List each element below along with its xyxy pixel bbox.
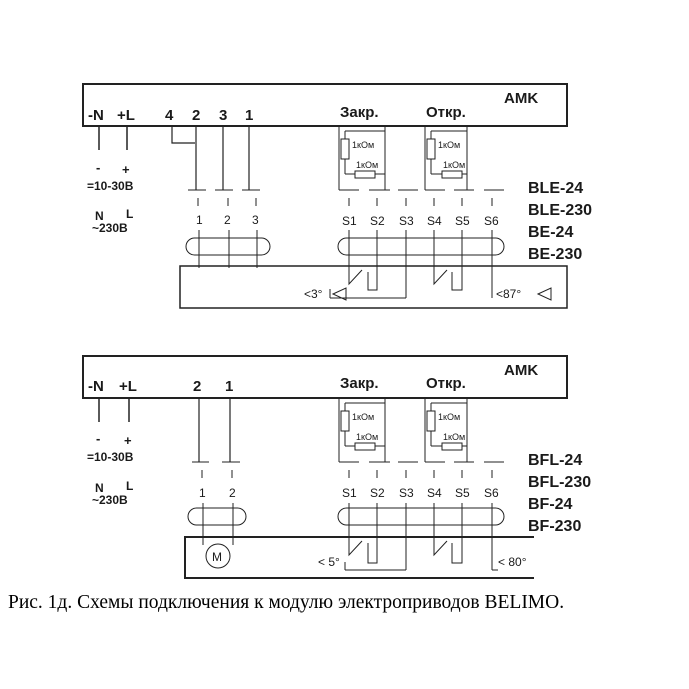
polarity-plus-1: + [122,162,130,177]
switch-s5-1: S5 [455,214,470,228]
model-bf-24: BF-24 [528,496,573,513]
model-ble-230: BLE-230 [528,202,592,219]
amk-title-2: AMK [504,362,538,379]
res-label-2a: 1кОм [352,412,374,422]
terminal-2-top-2: 2 [193,378,201,395]
group-close-label-2: Закр. [340,375,379,392]
resistor-group-open-2: 1кОм 1кОм [424,398,468,462]
angle-icon-1a [331,287,347,301]
motor-icon [205,543,231,569]
wire-2-label-1: 2 [224,213,231,227]
angle-min-2: < 5° [318,555,340,569]
polarity-minus-2: - [96,431,100,446]
switch-s3-2: S3 [399,486,414,500]
angle-icon-1b [536,287,552,301]
ac-voltage-2: ~230В [92,493,128,507]
res-label-1a: 1кОм [352,140,374,150]
wire-1-label-2: 1 [199,486,206,500]
terminal-4: 4 [165,107,174,124]
angle-min-1: <3° [304,287,323,301]
polarity-minus-1: - [96,160,100,175]
wire-3-label-1: 3 [252,213,259,227]
diagram-2: AMK -N +L 2 1 Закр. Откр. - + =10-30В N … [82,355,591,579]
terminal-3-top: 3 [219,107,227,124]
model-bfl-230: BFL-230 [528,474,591,491]
amk-title-1: AMK [504,90,538,107]
dc-voltage-2: =10-30В [87,450,134,464]
res-label-1b: 1кОм [356,160,378,170]
terminal-minus-n-1: -N [88,107,104,124]
group-close-label-1: Закр. [340,104,379,121]
terminal-1-top: 1 [245,107,253,124]
switch-s3-1: S3 [399,214,414,228]
switch-s4-1: S4 [427,214,442,228]
ac-voltage-1: ~230В [92,221,128,235]
motor-label: M [212,550,222,564]
switch-s5-2: S5 [455,486,470,500]
ac-l-2: L [126,479,133,493]
switch-s4-2: S4 [427,486,442,500]
resistor-group-close-2: 1кОм 1кОм [338,398,386,462]
angle-max-1: <87° [496,287,521,301]
res-label-1c: 1кОм [438,140,460,150]
model-bfl-24: BFL-24 [528,452,582,469]
diagram-1: AMK -N +L 4 2 3 1 Закр. Откр. - + =10-30… [82,83,592,309]
ac-n-2: N [95,481,104,495]
model-bf-230: BF-230 [528,518,581,535]
switch-s2-2: S2 [370,486,385,500]
res-label-2b: 1кОм [356,432,378,442]
actuator-box-2 [184,536,534,579]
switch-s6-2: S6 [484,486,499,500]
angle-max-2: < 80° [498,555,527,569]
wire-2-label-2: 2 [229,486,236,500]
cable-1-right [337,237,505,256]
cable-2-right [337,507,505,526]
model-be-24: BE-24 [528,224,573,241]
figure-caption: Рис. 1д. Схемы подключения к модулю элек… [8,592,564,613]
ac-l-1: L [126,207,133,221]
model-be-230: BE-230 [528,246,582,263]
amk-module-box-1 [82,83,568,127]
switch-s1-1: S1 [342,214,357,228]
dc-voltage-1: =10-30В [87,179,134,193]
actuator-box-1 [179,265,568,309]
switch-s1-2: S1 [342,486,357,500]
terminal-plus-l-1: +L [117,107,135,124]
switch-s2-1: S2 [370,214,385,228]
ac-n-1: N [95,209,104,223]
res-label-2c: 1кОм [438,412,460,422]
resistor-group-open-1: 1кОм 1кОм [424,126,468,190]
res-label-2d: 1кОм [443,432,465,442]
terminal-2-top: 2 [192,107,200,124]
group-open-label-2: Откр. [426,375,466,392]
switch-s6-1: S6 [484,214,499,228]
terminal-minus-n-2: -N [88,378,104,395]
terminal-1-top-2: 1 [225,378,233,395]
cable-1-left [185,237,271,256]
polarity-plus-2: + [124,433,132,448]
resistor-group-close-1: 1кОм 1кОм [338,126,386,190]
res-label-1d: 1кОм [443,160,465,170]
amk-module-box-2 [82,355,568,399]
terminal-plus-l-2: +L [119,378,137,395]
group-open-label-1: Откр. [426,104,466,121]
cable-2-left [187,507,247,526]
model-ble-24: BLE-24 [528,180,583,197]
wire-1-label-1: 1 [196,213,203,227]
